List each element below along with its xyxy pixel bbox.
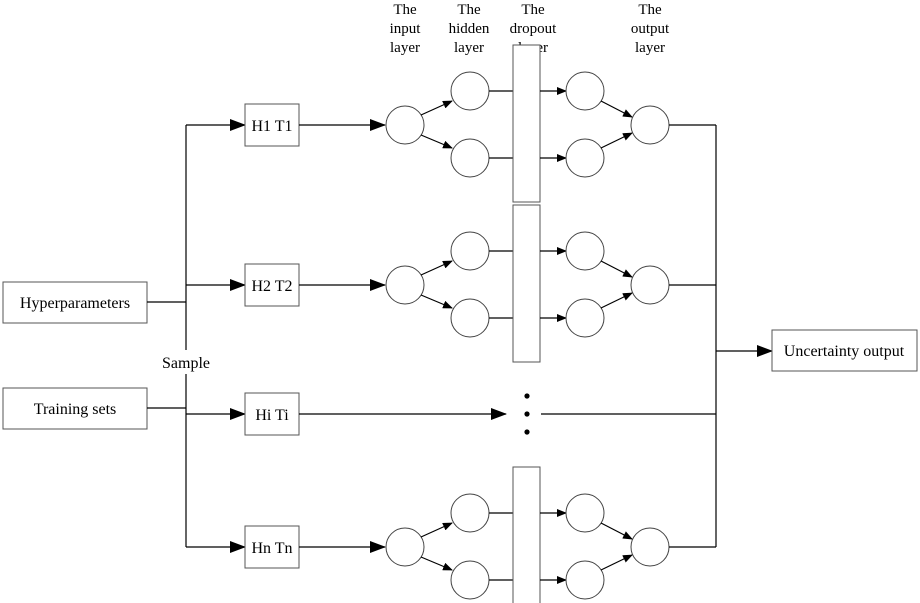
hidden-node-top <box>450 231 490 271</box>
edge-to-output-top <box>600 260 633 278</box>
sample-label: Sample <box>162 355 210 372</box>
sample-label-backdrop <box>155 350 217 374</box>
post-dropout-node-bottom <box>565 298 605 338</box>
header-hidden-line2: hidden <box>449 21 490 37</box>
hidden-node-top <box>450 493 490 533</box>
input-node <box>385 265 425 305</box>
post-dropout-node-bottom <box>565 560 605 600</box>
dropout-layer-box <box>512 44 541 203</box>
dropout-layer-box <box>512 204 541 363</box>
branch-param-label: H2 T2 <box>251 278 292 295</box>
post-dropout-node-top <box>565 71 605 111</box>
header-dropout-line2: dropout <box>510 21 557 37</box>
branches: H1 T1 H2 T2 Hi Ti Hn Tn <box>186 44 716 603</box>
post-dropout-node-bottom <box>565 138 605 178</box>
branch-param-box <box>244 103 300 147</box>
branch-2: H2 T2 <box>186 204 716 363</box>
hidden-node-bottom <box>450 298 490 338</box>
header-input-line3: layer <box>390 40 420 56</box>
branch-param-box <box>244 392 300 436</box>
branch-3: Hi Ti <box>186 392 716 436</box>
edge-input-hidden-bottom <box>420 294 453 309</box>
edge-to-output-top <box>600 100 633 118</box>
edge-input-hidden-top <box>420 522 453 538</box>
branch-1: H1 T1 <box>186 44 716 203</box>
edge-to-output-bottom <box>600 554 633 571</box>
header-output-line3: layer <box>635 40 665 56</box>
header-output-line1: The <box>638 2 662 18</box>
branch-param-label: Hn Tn <box>251 540 292 557</box>
branch-4: Hn Tn <box>186 466 716 603</box>
header-input-line1: The <box>393 2 417 18</box>
output-node <box>630 527 670 567</box>
header-dropout-line1: The <box>521 2 545 18</box>
input-node <box>385 527 425 567</box>
output-node <box>630 105 670 145</box>
uncertainty-output-box <box>771 329 918 372</box>
branch-param-label: Hi Ti <box>255 407 289 424</box>
training-sets-box <box>2 387 148 430</box>
header-hidden-line1: The <box>457 2 481 18</box>
edge-input-hidden-top <box>420 260 453 276</box>
header-hidden-line3: layer <box>454 40 484 56</box>
edge-to-output-bottom <box>600 292 633 309</box>
edge-input-hidden-bottom <box>420 556 453 571</box>
edge-input-hidden-top <box>420 100 453 116</box>
ellipsis-dot <box>524 411 530 417</box>
dropout-layer-box <box>512 466 541 603</box>
post-dropout-node-top <box>565 493 605 533</box>
hyperparameters-box <box>2 281 148 324</box>
ellipsis-dot <box>524 393 530 399</box>
hidden-node-top <box>450 71 490 111</box>
output-node <box>630 265 670 305</box>
header-output-line2: output <box>631 21 670 37</box>
hidden-node-bottom <box>450 138 490 178</box>
edge-input-hidden-bottom <box>420 134 453 149</box>
edge-to-output-top <box>600 522 633 540</box>
header-input-line2: input <box>390 21 422 37</box>
edge-to-output-bottom <box>600 132 633 149</box>
post-dropout-node-top <box>565 231 605 271</box>
hidden-node-bottom <box>450 560 490 600</box>
ellipsis-dot <box>524 429 530 435</box>
branch-param-box <box>244 525 300 569</box>
input-node <box>385 105 425 145</box>
training-sets-label: Training sets <box>34 401 117 418</box>
branch-param-label: H1 T1 <box>251 118 292 135</box>
uncertainty-output-label: Uncertainty output <box>784 343 905 360</box>
hyperparameters-label: Hyperparameters <box>20 295 130 312</box>
